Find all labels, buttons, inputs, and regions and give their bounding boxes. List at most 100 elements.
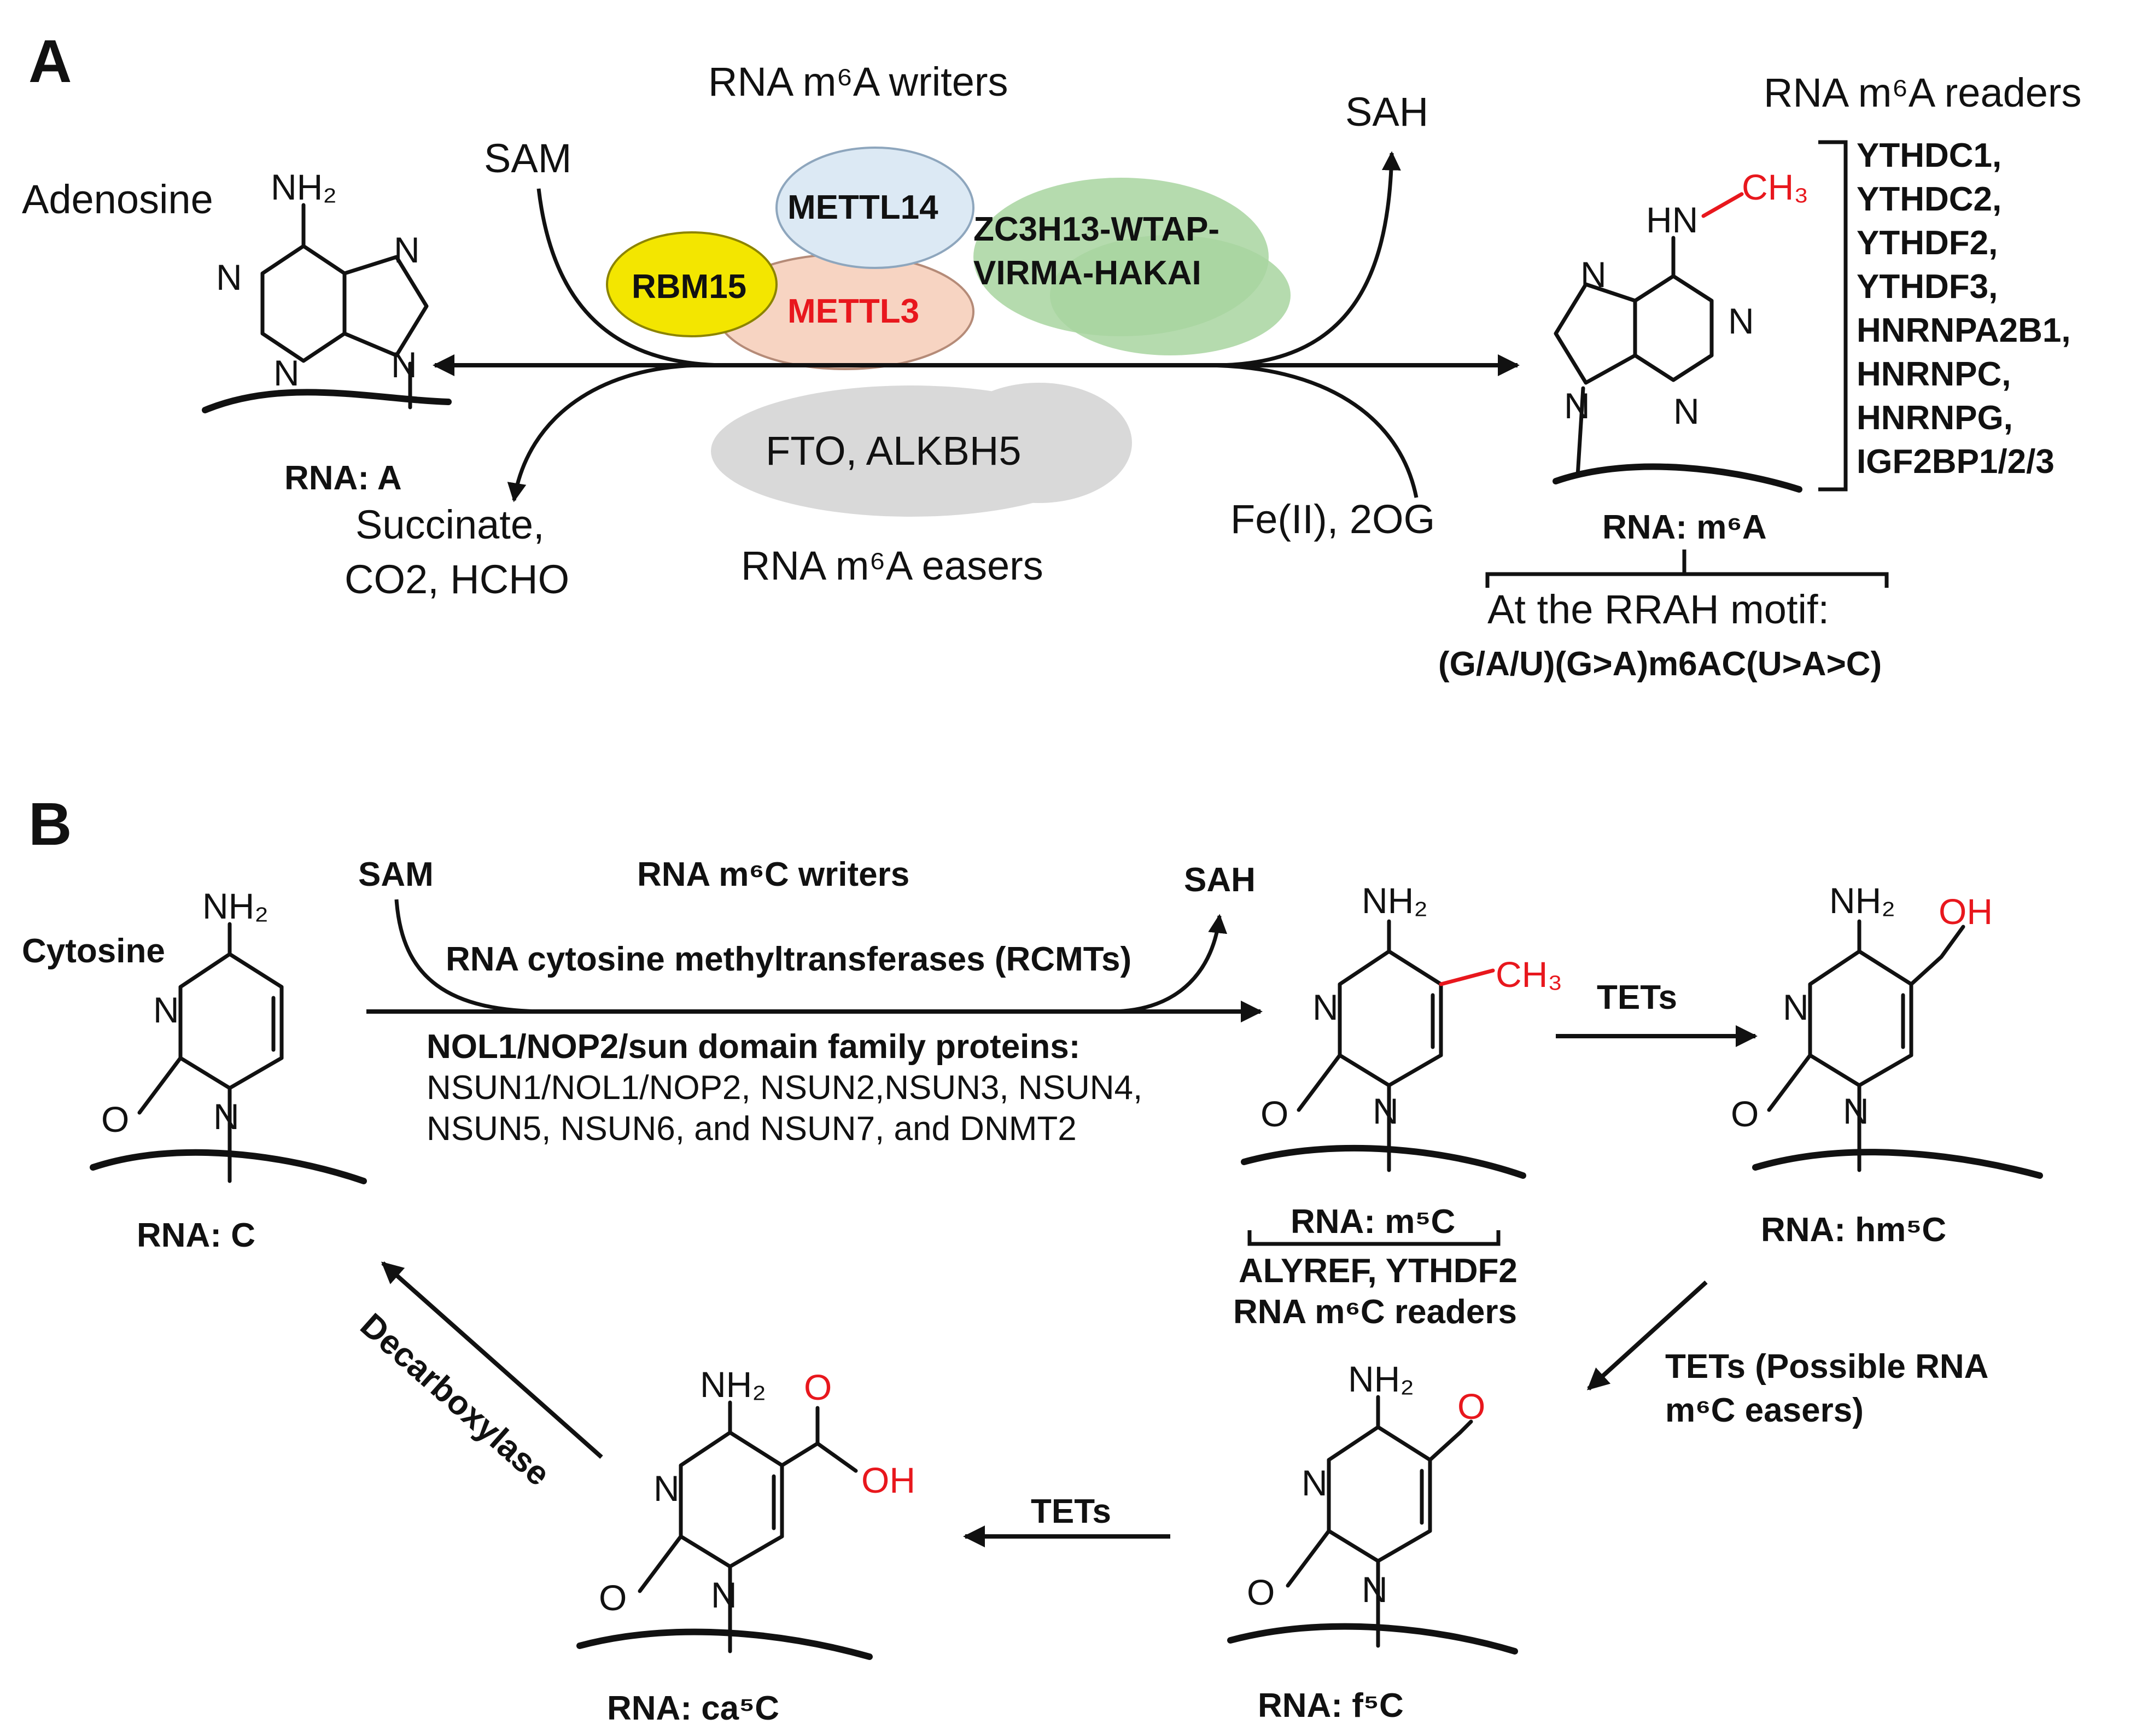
fe-curve — [1203, 363, 1419, 498]
adenosine-label: Adenosine — [22, 177, 213, 222]
rna-a-label: RNA: A — [284, 459, 402, 497]
ca5c-n1: N — [711, 1575, 737, 1615]
m6a-easers-title: RNA m⁶A easers — [741, 543, 1043, 588]
nol-line-1: NSUN1/NOL1/NOP2, NSUN2,NSUN3, NSUN4, — [427, 1069, 1142, 1107]
adenosine-n7: N — [394, 230, 420, 270]
hm5c-nh2: NH₂ — [1829, 880, 1895, 921]
m5c-structure: NH₂ CH₃ N O N — [1241, 880, 1562, 1179]
reader-item: YTHDC2, — [1857, 180, 2001, 218]
m5c-n1: N — [1373, 1091, 1399, 1131]
m5c-readers-1: ALYREF, YTHDF2 — [1239, 1252, 1518, 1290]
cytosine-label: Cytosine — [22, 932, 165, 970]
tets-arrow-f5c — [1587, 1281, 1708, 1390]
cytosine-n3: N — [153, 990, 179, 1030]
hm5c-n3: N — [1783, 987, 1809, 1027]
nol-line-2: NSUN5, NSUN6, and NSUN7, and DNMT2 — [427, 1110, 1077, 1148]
rna-m6a-label: RNA: m⁶A — [1602, 508, 1767, 546]
cytosine-structure: NH₂ N O N — [90, 886, 367, 1184]
ca5c-nh2: NH₂ — [700, 1364, 766, 1405]
panel-a-label: A — [28, 28, 72, 95]
tets-label-1: TETs — [1597, 979, 1677, 1016]
adenosine-nh2: NH₂ — [271, 167, 337, 207]
reader-item: YTHDF2, — [1857, 224, 1998, 262]
f5c-o-red: O — [1457, 1386, 1485, 1427]
motif-sequence: (G/A/U)(G>A)m6AC(U>A>C) — [1438, 645, 1882, 683]
rna-strand-ca5c — [576, 1628, 873, 1660]
rcmt-label: RNA cytosine methyltransferases (RCMTs) — [446, 940, 1131, 978]
rna-strand-f5c — [1227, 1623, 1518, 1655]
succinate-label-1: Succinate, — [355, 502, 545, 547]
mettl14-blob — [775, 147, 974, 269]
rna-c-label: RNA: C — [137, 1217, 255, 1254]
m6a-writers-title: RNA m⁶A writers — [708, 59, 1008, 104]
zc3h13-label-1: ZC3H13-WTAP- — [973, 211, 1219, 248]
hm5c-oh: OH — [1939, 891, 1993, 932]
m5c-readers-2: RNA m⁶C readers — [1233, 1293, 1517, 1331]
sah-label-a: SAH — [1345, 89, 1428, 135]
reader-item: HNRNPC, — [1857, 355, 2011, 393]
ca5c-structure: NH₂ O OH N O N — [576, 1364, 915, 1660]
decarboxylase-arrow — [381, 1261, 603, 1459]
rbm15-label: RBM15 — [632, 268, 746, 306]
rna-strand-hm5c — [1752, 1149, 2043, 1179]
sam-curve-a — [536, 188, 728, 367]
fto-blob-right — [946, 383, 1132, 503]
hm5c-o: O — [1731, 1094, 1759, 1134]
m5c-n3: N — [1312, 987, 1339, 1027]
m6a-structure: HN CH₃ N N N N — [1553, 167, 1808, 493]
adenosine-n9: N — [391, 344, 417, 385]
sah-curve-b — [1110, 914, 1228, 1014]
rna-m5c-label: RNA: m⁵C — [1291, 1203, 1455, 1241]
f5c-structure: NH₂ O N O N — [1227, 1359, 1518, 1655]
panel-b-label: B — [28, 791, 72, 858]
sam-label-b: SAM — [358, 856, 434, 893]
adenosine-n1: N — [216, 257, 242, 297]
readers-list: YTHDC1,YTHDC2,YTHDF2,YTHDF3,HNRNPA2B1,HN… — [1857, 137, 2071, 481]
f5c-n3: N — [1302, 1463, 1328, 1503]
motif-bracket — [1485, 550, 1889, 588]
cytosine-nh2: NH₂ — [202, 886, 269, 926]
motif-title: At the RRAH motif: — [1487, 587, 1829, 632]
f5c-nh2: NH₂ — [1348, 1359, 1414, 1399]
sah-curve-a — [1213, 151, 1401, 367]
m6a-n3: N — [1673, 391, 1700, 431]
mettl14-label: METTL14 — [787, 189, 938, 226]
m5c-ch3: CH₃ — [1496, 954, 1562, 995]
ca5c-o: O — [599, 1577, 627, 1618]
hm5c-structure: NH₂ OH N O N — [1731, 880, 2043, 1179]
ca5c-o-red: O — [804, 1367, 832, 1407]
fto-label: FTO, ALKBH5 — [766, 428, 1022, 474]
reader-item: YTHDC1, — [1857, 137, 2001, 174]
cytosine-o: O — [101, 1099, 129, 1139]
f5c-o: O — [1247, 1572, 1275, 1612]
hm5c-n1: N — [1843, 1091, 1869, 1131]
rbm15-blob — [606, 231, 778, 337]
rna-strand-a — [202, 389, 452, 413]
ca5c-oh: OH — [861, 1460, 915, 1500]
m6c-writers-title: RNA m⁶C writers — [637, 856, 909, 893]
rna-hm5c-label: RNA: hm⁵C — [1761, 1211, 1946, 1249]
ca5c-n3: N — [653, 1468, 680, 1509]
succinate-curve — [507, 363, 706, 502]
m6a-hn: HN — [1646, 200, 1698, 240]
m6a-n1: N — [1728, 301, 1754, 341]
reader-item: HNRNPA2B1, — [1857, 312, 2071, 349]
zc3h13-label-2: VIRMA-HAKAI — [973, 254, 1201, 292]
nol-title: NOL1/NOP2/sun domain family proteins: — [427, 1028, 1080, 1066]
m5c-readers-bracket — [1247, 1230, 1501, 1246]
sah-label-b: SAH — [1184, 861, 1256, 899]
m5c-o: O — [1260, 1094, 1288, 1134]
rna-strand-m5c — [1241, 1144, 1526, 1179]
m6a-n7: N — [1580, 254, 1607, 295]
m6a-readers-title: RNA m⁶A readers — [1764, 70, 2082, 115]
adenosine-structure: NH₂ N N N N — [202, 167, 452, 413]
adenosine-n3: N — [273, 353, 300, 393]
m6a-ch3: CH₃ — [1742, 167, 1808, 207]
reader-item: IGF2BP1/2/3 — [1857, 443, 2055, 481]
rna-strand-c — [90, 1149, 367, 1184]
tets-label-2: TETs — [1031, 1493, 1111, 1530]
m6a-n9: N — [1564, 385, 1590, 426]
rna-f5c-label: RNA: f⁵C — [1258, 1687, 1404, 1725]
sam-label-a: SAM — [484, 136, 571, 181]
